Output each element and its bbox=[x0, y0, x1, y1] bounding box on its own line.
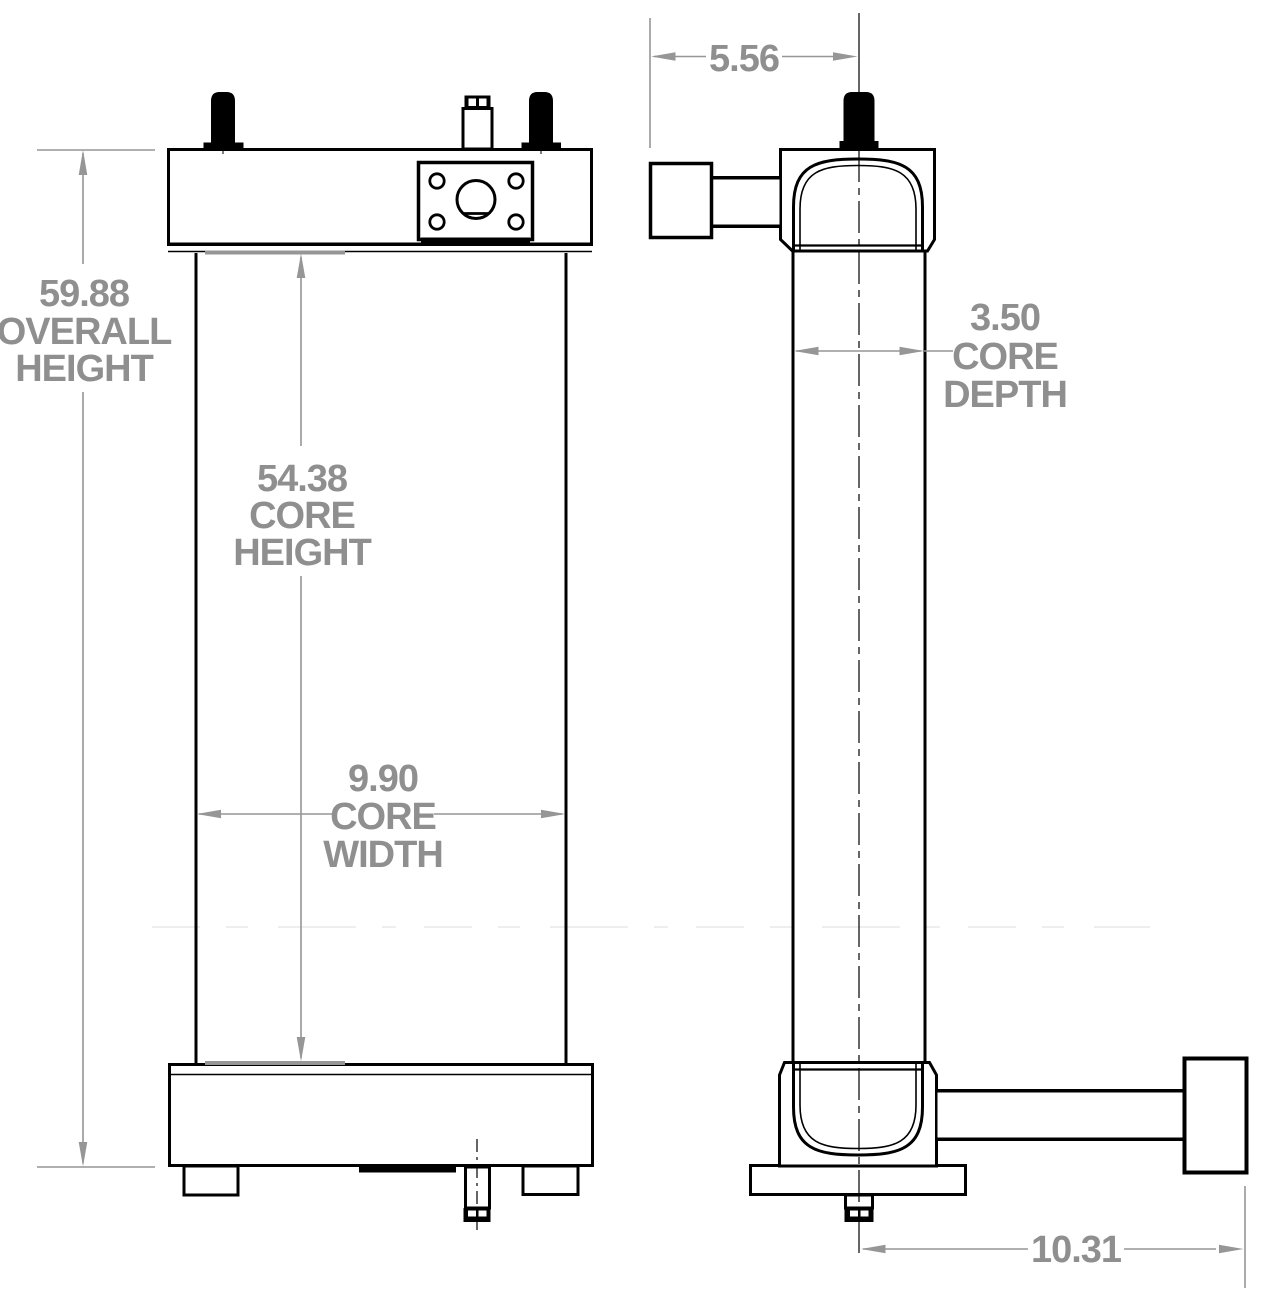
arrow-down-icon bbox=[78, 1142, 88, 1167]
top-dome-outer bbox=[792, 157, 924, 251]
dim-core-width: 9.90 CORE WIDTH bbox=[196, 758, 566, 876]
right-foot bbox=[521, 1164, 580, 1196]
extension-lines bbox=[205, 250, 345, 1065]
overall-height-label-2: HEIGHT bbox=[15, 348, 153, 390]
arrow-right-icon bbox=[541, 809, 566, 819]
inlet-flange-block bbox=[648, 161, 714, 240]
side-stud bbox=[843, 92, 875, 144]
arrow-left-icon bbox=[196, 809, 221, 819]
inlet-pipe-fill bbox=[711, 178, 781, 226]
core-depth-value: 3.50 bbox=[970, 297, 1040, 339]
flange-bolt-hole bbox=[507, 172, 525, 190]
side-stud-washer bbox=[839, 141, 879, 149]
arrow-up-icon bbox=[78, 150, 88, 175]
arrow-left-icon bbox=[861, 1244, 886, 1254]
fitting-cap bbox=[464, 95, 491, 109]
bottom-bowl-inner bbox=[799, 1064, 917, 1150]
arrow-left-icon bbox=[794, 346, 819, 356]
base-plate bbox=[749, 1164, 967, 1196]
outlet-flange-block bbox=[1182, 1056, 1249, 1175]
bottom-bowl-outer bbox=[792, 1064, 924, 1157]
drain-nut-facet bbox=[468, 1210, 476, 1217]
fitting-cap-notch-left bbox=[468, 98, 476, 106]
flange-plate-base bbox=[421, 237, 530, 243]
stud-offset-value: 5.56 bbox=[709, 38, 779, 80]
fitting-cap-notch-right bbox=[479, 98, 487, 106]
outlet-offset-value: 10.31 bbox=[1031, 1229, 1122, 1271]
dim-outlet-offset: 10.31 bbox=[861, 1186, 1246, 1288]
arrow-left-icon bbox=[651, 52, 676, 61]
flange-bolt-hole bbox=[428, 213, 446, 231]
flange-port bbox=[455, 179, 497, 220]
flange-bolt-hole bbox=[507, 213, 525, 231]
side-drain-nut-facet bbox=[850, 1210, 858, 1217]
side-top-tank bbox=[779, 148, 936, 253]
flange-bolt-hole bbox=[428, 172, 446, 190]
arrow-right-icon bbox=[1219, 1244, 1244, 1254]
side-bottom-tank bbox=[778, 1061, 938, 1168]
top-fitting bbox=[461, 107, 494, 151]
arrow-down-icon bbox=[296, 1037, 306, 1062]
core-height-label-2: HEIGHT bbox=[233, 532, 371, 574]
side-drain-nut-facet bbox=[860, 1210, 869, 1217]
right-stud bbox=[529, 92, 553, 145]
dimensions: 59.88 OVERALL HEIGHT 54.38 CORE HEIGHT 9… bbox=[0, 18, 1246, 1288]
dim-core-height: 54.38 CORE HEIGHT bbox=[205, 250, 373, 1065]
overall-height-value: 59.88 bbox=[39, 273, 129, 315]
core-width-value: 9.90 bbox=[348, 758, 418, 800]
outlet-pipe-fill bbox=[936, 1091, 1186, 1139]
core-height-label-1: CORE bbox=[249, 495, 355, 537]
dim-core-depth: 3.50 CORE DEPTH bbox=[794, 297, 1068, 416]
extension-lines bbox=[37, 149, 155, 1168]
core-depth-label-2: DEPTH bbox=[943, 374, 1067, 416]
bottom-tank bbox=[168, 1063, 594, 1167]
front-view bbox=[152, 92, 1150, 1233]
drain-nut-facet bbox=[478, 1210, 487, 1217]
left-stud bbox=[211, 92, 235, 145]
outlet-pipe bbox=[937, 1089, 1185, 1141]
core-width-label-1: CORE bbox=[330, 796, 436, 838]
arrow-right-icon bbox=[899, 346, 924, 356]
top-dome-inner bbox=[799, 164, 917, 251]
bottom-tank-lip bbox=[359, 1166, 456, 1173]
core-width-label-2: WIDTH bbox=[323, 834, 443, 876]
left-foot bbox=[182, 1164, 240, 1197]
arrow-right-icon bbox=[833, 52, 858, 61]
side-view bbox=[648, 13, 1249, 1258]
core-height-value: 54.38 bbox=[257, 458, 347, 500]
arrow-up-icon bbox=[296, 253, 306, 278]
dim-stud-offset: 5.56 bbox=[649, 18, 858, 148]
inlet-pipe bbox=[712, 176, 781, 228]
core-depth-label-1: CORE bbox=[952, 336, 1058, 378]
overall-height-label-1: OVERALL bbox=[0, 311, 172, 353]
dim-overall-height: 59.88 OVERALL HEIGHT bbox=[0, 149, 173, 1168]
